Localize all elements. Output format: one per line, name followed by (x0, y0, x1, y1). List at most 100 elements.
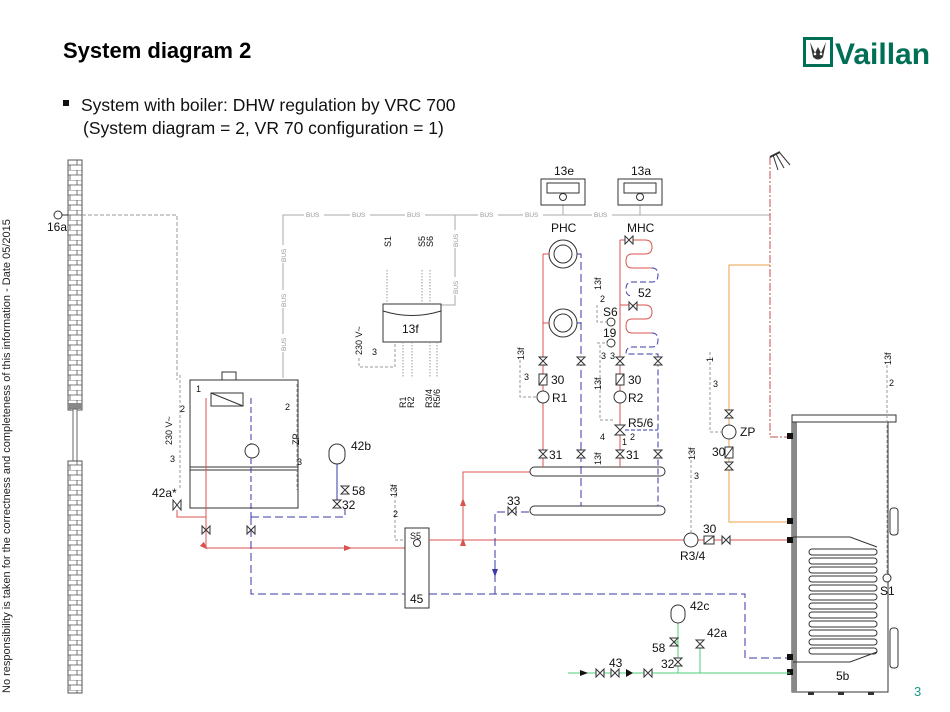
svg-text:30: 30 (628, 373, 642, 387)
svg-text:2: 2 (600, 294, 605, 304)
svg-text:R5/6: R5/6 (432, 389, 442, 408)
brick-wall (67, 159, 83, 694)
svg-text:230 V~: 230 V~ (354, 326, 364, 355)
svg-text:16a: 16a (47, 220, 67, 234)
return-pipe-boiler (250, 517, 405, 595)
svg-text:58: 58 (352, 484, 366, 498)
svg-text:3: 3 (713, 379, 718, 389)
coil-loop (808, 611, 878, 619)
svg-text:3: 3 (524, 372, 529, 382)
svg-text:R1: R1 (552, 391, 568, 405)
module-13f: 13f S1 S5 S6 R1 R2 R3/4 R5/6 230 V~ 3 (354, 236, 442, 408)
svg-text:13e: 13e (554, 164, 574, 178)
svg-text:230 V~: 230 V~ (164, 416, 174, 445)
svg-text:45: 45 (410, 592, 424, 606)
svg-text:4: 4 (600, 432, 605, 442)
svg-text:R1: R1 (398, 396, 408, 408)
svg-text:ZP: ZP (740, 425, 755, 439)
svg-text:R2: R2 (628, 391, 644, 405)
svg-text:S6: S6 (603, 305, 618, 319)
svg-text:3: 3 (601, 351, 606, 361)
svg-text:PHC: PHC (551, 221, 577, 235)
svg-text:1: 1 (196, 384, 201, 394)
svg-text:2: 2 (180, 404, 185, 414)
subtitle-bullet: System with boiler: DHW regulation by VR… (63, 94, 455, 140)
svg-text:R3/4: R3/4 (424, 389, 434, 408)
bypass-valve-33: 33 (507, 494, 521, 517)
circuit-phc: PHC 30 R1 31 3 13f (516, 221, 587, 506)
coil-loop (808, 566, 878, 574)
shower-head-icon (772, 152, 791, 171)
svg-text:42a: 42a (707, 626, 727, 640)
coil-loop (808, 620, 878, 628)
svg-text:1: 1 (622, 437, 627, 447)
svg-text:S1: S1 (880, 584, 895, 598)
coil-loop (808, 584, 878, 592)
outdoor-sensor-16a: 16a (47, 210, 68, 234)
controller-13e: 13e (540, 164, 586, 206)
controller-13a: 13a (617, 164, 663, 206)
return-manifold (529, 505, 666, 516)
svg-text:43: 43 (609, 656, 623, 670)
svg-text:BUS: BUS (480, 212, 494, 219)
svg-text:13f: 13f (389, 484, 399, 497)
boiler-pump-icon (244, 443, 260, 459)
svg-text:3: 3 (694, 471, 699, 481)
return-pipe-secondary (429, 593, 790, 659)
svg-text:52: 52 (638, 286, 652, 300)
svg-text:3: 3 (372, 347, 377, 357)
svg-text:ZP: ZP (291, 433, 301, 445)
svg-text:BUS: BUS (525, 212, 539, 219)
svg-text:2: 2 (285, 402, 290, 412)
pump-r34: R3/4 30 3 13f (680, 447, 731, 563)
svg-text:19: 19 (603, 326, 617, 340)
coil-loop (808, 548, 878, 556)
expansion-vessel-42b: 42b 58 32 (328, 439, 371, 512)
svg-text:13f: 13f (687, 447, 697, 460)
svg-text:2: 2 (393, 509, 398, 519)
svg-text:30: 30 (551, 373, 565, 387)
svg-text:13f: 13f (516, 347, 526, 360)
svg-text:S1: S1 (383, 236, 393, 247)
svg-text:42c: 42c (690, 599, 709, 613)
coil-loop (808, 638, 878, 646)
flow-pipe-boiler (199, 517, 405, 550)
flow-manifold (529, 466, 666, 477)
cylinder-5b: S1 2 13f 5b (787, 352, 899, 695)
coil-loop (808, 557, 878, 565)
svg-text:13f: 13f (593, 277, 603, 290)
svg-text:5b: 5b (836, 669, 850, 683)
svg-text:32: 32 (661, 657, 675, 671)
svg-text:BUS: BUS (281, 337, 288, 351)
bullet-line-1: System with boiler: DHW regulation by VR… (81, 95, 456, 115)
svg-text:58: 58 (652, 641, 666, 655)
svg-text:13a: 13a (631, 164, 651, 178)
svg-text:BUS: BUS (453, 233, 460, 247)
cold-water-supply: 43 42c 58 32 42a (568, 599, 790, 679)
dhw-loop: ZP 30 3 1 (705, 151, 791, 523)
svg-text:BUS: BUS (281, 293, 288, 307)
bus-labels: BUS BUS BUS BUS BUS BUS BUS BUS BUS BUS … (278, 210, 612, 396)
svg-text:2: 2 (889, 378, 894, 388)
page-number: 3 (914, 684, 922, 699)
svg-text:BUS: BUS (352, 212, 366, 219)
svg-text:31: 31 (626, 448, 640, 462)
svg-text:MHC: MHC (627, 221, 655, 235)
svg-text:13f: 13f (593, 452, 603, 465)
svg-text:3: 3 (170, 454, 175, 464)
circuit-mhc: MHC 52 S6 19 30 R2 R5/6 1 2 31 2 3 3 4 1… (593, 221, 664, 506)
coil-loop (808, 602, 878, 610)
svg-text:13f: 13f (883, 352, 893, 365)
coil-loop (808, 647, 878, 655)
svg-text:33: 33 (507, 494, 521, 508)
svg-text:BUS: BUS (594, 212, 608, 219)
logo-text: Vaillant (835, 38, 930, 71)
safety-valve-42a-star: 42a* (152, 486, 206, 518)
svg-text:BUS: BUS (453, 280, 460, 294)
svg-text:30: 30 (703, 522, 717, 536)
svg-text:S6: S6 (425, 236, 435, 247)
coil-loop (808, 593, 878, 601)
bus-lines (282, 200, 770, 395)
svg-text:S5: S5 (417, 236, 427, 247)
